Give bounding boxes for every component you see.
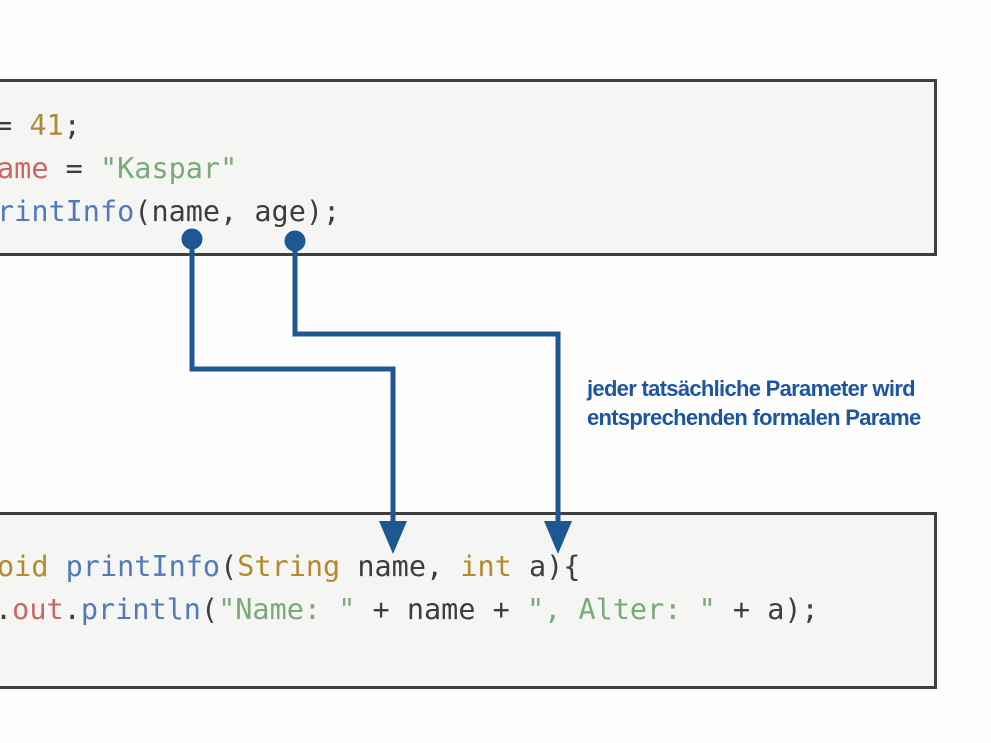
token-plain: =	[48, 152, 100, 185]
token-number: 41	[29, 109, 64, 142]
token-plain: =	[0, 109, 13, 142]
code-line-caller-code-2: rintInfo(name, age);	[0, 190, 340, 233]
token-function: rintInfo	[0, 195, 135, 228]
arrow-age-to-a	[284, 230, 572, 554]
parameter-annotation: jeder tatsächliche Parameter wird entspr…	[587, 374, 921, 432]
token-keyword: oid	[0, 550, 66, 583]
token-plain: name,	[340, 550, 461, 583]
token-string: "Kaspar"	[99, 152, 238, 185]
annotation-line-2: entsprechenden formalen Parame	[587, 405, 921, 430]
token-plain: ;	[63, 109, 81, 142]
token-plain: (	[200, 593, 219, 626]
token-plain: .	[0, 593, 12, 626]
token-keyword: String	[237, 550, 341, 583]
token-plain: (	[220, 550, 238, 583]
token-plain: + name +	[355, 593, 527, 626]
code-line-caller-code-0: = 41;	[0, 104, 81, 147]
token-plain: a){	[511, 550, 581, 583]
code-line-method-definition-code-0: oid printInfo(String name, int a){	[0, 545, 580, 588]
code-line-caller-code-1: ame = "Kaspar"	[0, 147, 237, 190]
token-plain: + a);	[715, 593, 819, 626]
caller-code-box	[0, 79, 937, 256]
token-function: printInfo	[65, 550, 221, 583]
token-plain: (name, age);	[134, 195, 341, 228]
token-string: ", Alter: "	[526, 593, 716, 626]
code-line-method-definition-code-1: .out.println("Name: " + name + ", Alter:…	[0, 588, 819, 631]
connector-line-name	[189, 242, 396, 523]
token-variable: ame	[0, 152, 49, 185]
annotation-line-1: jeder tatsächliche Parameter wird	[587, 376, 916, 401]
method-definition-code-box	[0, 512, 937, 689]
token-keyword: int	[460, 550, 512, 583]
arrow-name-to-name	[181, 228, 407, 554]
token-variable: out	[12, 593, 64, 626]
token-plain: .	[63, 593, 81, 626]
token-function: println	[80, 593, 201, 626]
connector-line-age	[292, 244, 561, 523]
token-string: "Name: "	[218, 593, 356, 626]
